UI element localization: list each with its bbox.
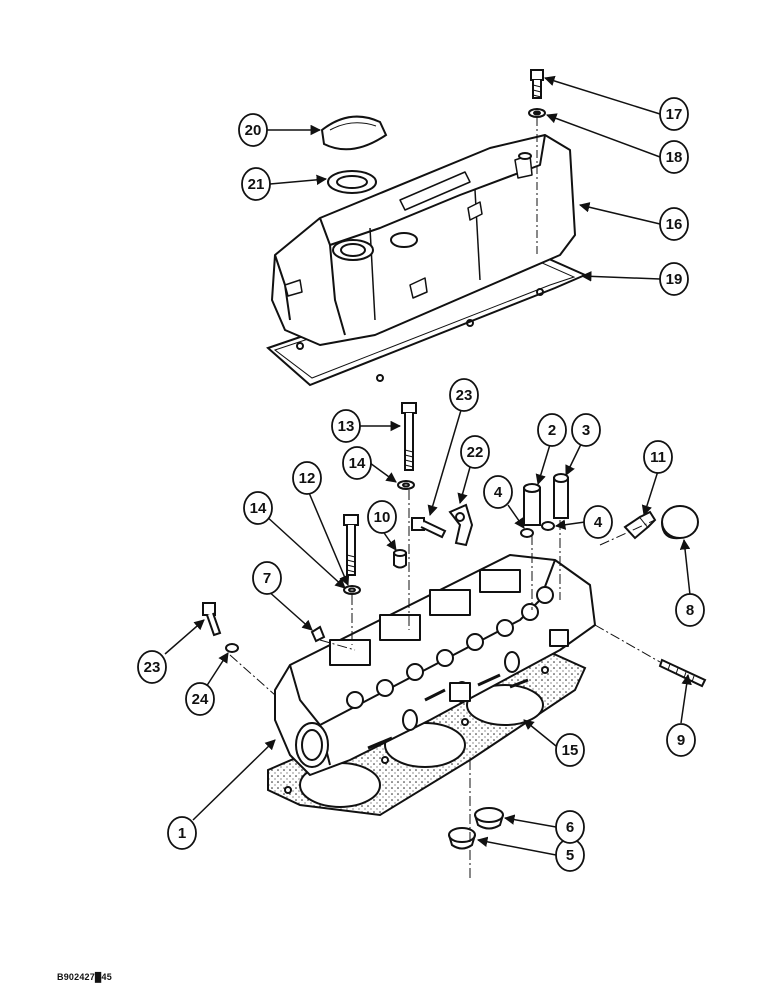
head-bolt-long [401, 402, 417, 471]
callout-14a: 14 [342, 446, 372, 480]
svg-text:23: 23 [144, 659, 161, 676]
callout-6: 6 [555, 810, 585, 844]
sleeve-6 [474, 807, 504, 830]
svg-text:8: 8 [686, 602, 694, 619]
callout-13: 13 [331, 409, 361, 443]
callout-3: 3 [571, 413, 601, 447]
svg-text:23: 23 [456, 387, 473, 404]
sleeve-5 [448, 827, 476, 850]
svg-text:10: 10 [374, 509, 391, 526]
lifting-bracket [448, 503, 474, 547]
callout-7: 7 [252, 561, 282, 595]
callout-17: 17 [659, 97, 689, 131]
callout-18: 18 [659, 140, 689, 174]
svg-text:20: 20 [245, 122, 262, 139]
svg-text:4: 4 [594, 514, 603, 531]
svg-text:2: 2 [548, 422, 556, 439]
callout-10: 10 [367, 500, 397, 534]
callout-24: 24 [185, 682, 215, 716]
washer-24 [225, 643, 239, 653]
svg-text:19: 19 [666, 271, 683, 288]
cylinder-head-gasket [267, 648, 587, 817]
callout-22: 22 [460, 435, 490, 469]
bracket-bolt [411, 517, 447, 539]
callout-1: 1 [167, 816, 197, 850]
temperature-sender [623, 510, 657, 540]
seal-4a [520, 528, 534, 538]
svg-text:12: 12 [299, 470, 316, 487]
callout-16: 16 [659, 207, 689, 241]
svg-text:6: 6 [566, 819, 574, 836]
svg-text:11: 11 [650, 449, 666, 466]
valve-guide-2 [523, 483, 541, 526]
cover-bolt [530, 69, 544, 99]
callout-9: 9 [666, 723, 696, 757]
valve-guide-3 [553, 473, 569, 519]
cover-washer [528, 108, 546, 118]
callout-15: 15 [555, 733, 585, 767]
svg-text:5: 5 [566, 847, 574, 864]
svg-text:17: 17 [666, 106, 683, 123]
svg-text:14: 14 [349, 455, 366, 472]
svg-text:24: 24 [192, 691, 209, 708]
callout-20: 20 [238, 113, 268, 147]
centerlines [229, 490, 661, 880]
callout-12: 12 [292, 461, 322, 495]
svg-text:7: 7 [263, 570, 271, 587]
stud-bolt-23 [202, 602, 222, 637]
callout-leaders [164, 75, 692, 856]
rocker-cover [271, 134, 576, 346]
callout-23b: 23 [137, 650, 167, 684]
filler-cap-seal [327, 170, 377, 194]
svg-text:13: 13 [338, 418, 355, 435]
callout-4b: 4 [583, 505, 613, 539]
washer-lower [343, 585, 361, 595]
figure-code: B902427█45 [57, 972, 112, 982]
callout-2: 2 [537, 413, 567, 447]
svg-text:15: 15 [562, 742, 579, 759]
core-plug [661, 505, 699, 540]
callout-8: 8 [675, 593, 705, 627]
oil-filler-cap [320, 115, 388, 151]
callout-21: 21 [241, 167, 271, 201]
washer-upper [397, 480, 415, 490]
cylinder-head [274, 554, 596, 776]
svg-text:9: 9 [677, 732, 685, 749]
callout-23a: 23 [449, 378, 479, 412]
dowel-7 [310, 625, 326, 643]
svg-text:16: 16 [666, 216, 683, 233]
svg-text:22: 22 [467, 444, 484, 461]
callout-19: 19 [659, 262, 689, 296]
svg-text:21: 21 [248, 176, 265, 193]
callout-14b: 14 [243, 491, 273, 525]
svg-text:1: 1 [178, 825, 186, 842]
svg-text:4: 4 [494, 484, 503, 501]
callout-11: 11 [643, 440, 673, 474]
plug-10 [393, 549, 407, 569]
callout-4a: 4 [483, 475, 513, 509]
stud-9 [658, 658, 707, 688]
head-bolt-short [343, 514, 359, 576]
seal-4b [541, 521, 555, 531]
svg-text:3: 3 [582, 422, 590, 439]
svg-text:14: 14 [250, 500, 267, 517]
svg-text:18: 18 [666, 149, 683, 166]
